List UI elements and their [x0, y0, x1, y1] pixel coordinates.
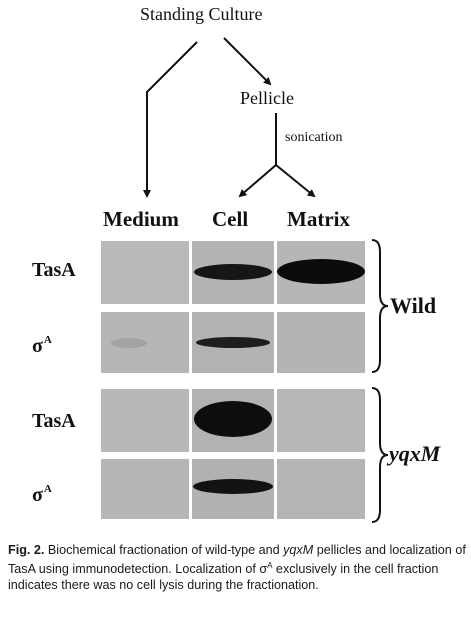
blot-wild-tasa-cell [192, 241, 274, 304]
group-braces [371, 239, 389, 523]
band-wild-tasa-matrix [277, 259, 365, 284]
column-header-medium: Medium [103, 207, 179, 231]
band-mutant-tasa-cell [194, 401, 272, 437]
figure-caption: Fig. 2. Biochemical fractionation of wil… [8, 542, 466, 593]
band-wild-sigma-cell [196, 337, 270, 348]
sonication-label: sonication [285, 130, 343, 145]
row-label-sigma-wild: σA [32, 334, 52, 357]
band-wild-tasa-cell [194, 264, 272, 280]
arrow-to-pellicle [223, 37, 272, 86]
caption-fig-label: Fig. 2. [8, 543, 45, 557]
row-label-tasa-wild: TasA [32, 259, 76, 281]
arrow-to-cell [238, 164, 277, 198]
blot-wild-tasa-medium [101, 241, 189, 304]
blot-mutant-tasa-medium [101, 389, 189, 452]
pellicle-label: Pellicle [240, 88, 294, 108]
blot-mutant-tasa-matrix [277, 389, 365, 452]
group-label-mutant: yqxM [389, 441, 441, 466]
band-mutant-sigma-cell [193, 479, 273, 494]
arrow-to-medium [143, 41, 198, 198]
standing-culture-label: Standing Culture [140, 4, 263, 24]
blot-wild-sigma-medium [101, 312, 189, 373]
column-header-cell: Cell [212, 207, 249, 231]
blot-mutant-sigma-matrix [277, 459, 365, 519]
group-label-wild: Wild [390, 293, 437, 318]
caption-text-2: pellicles and localization of TasA using… [8, 543, 466, 576]
brace-wild [371, 239, 389, 373]
caption-text-1: Biochemical fractionation of wild-type a… [44, 543, 284, 557]
caption-text-3: exclusively in the cell fraction indicat… [8, 562, 439, 592]
column-header-matrix: Matrix [287, 207, 350, 231]
arrow-to-matrix [275, 164, 316, 198]
caption-gene: yqxM [283, 543, 314, 557]
row-label-sigma-mutant: σA [32, 483, 52, 506]
row-label-tasa-mutant: TasA [32, 410, 76, 432]
blot-wild-sigma-matrix [277, 312, 365, 373]
band-wild-sigma-medium-faint [111, 338, 147, 348]
blot-mutant-sigma-cell [192, 459, 274, 519]
blot-mutant-sigma-medium [101, 459, 189, 519]
blot-wild-sigma-cell [192, 312, 274, 373]
flow-arrows [143, 37, 316, 198]
brace-mutant [371, 387, 389, 523]
blot-wild-tasa-matrix [277, 241, 365, 304]
blot-mutant-tasa-cell [192, 389, 274, 452]
caption-sup: A [267, 561, 273, 570]
